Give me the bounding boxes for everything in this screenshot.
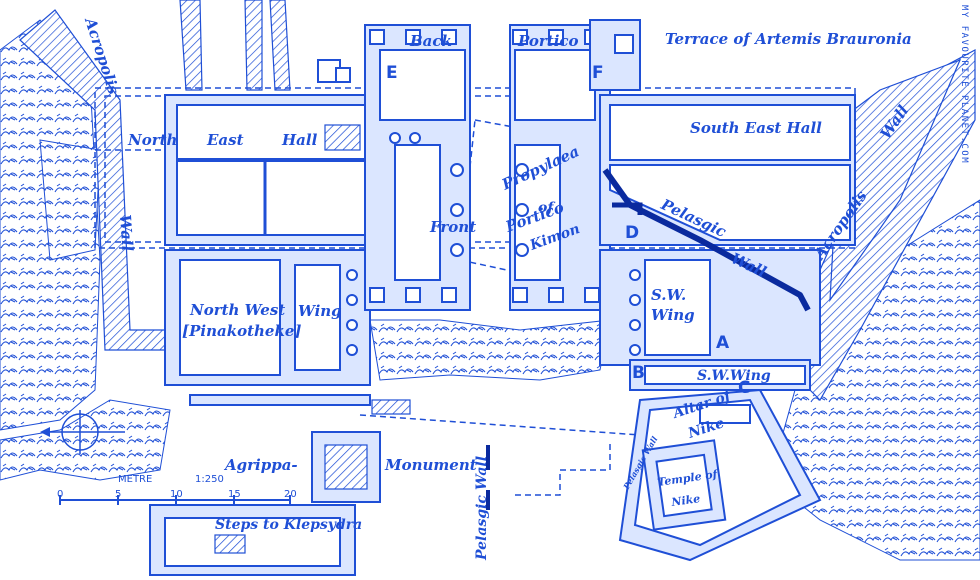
passage-columns	[389, 132, 529, 257]
lower-passage	[189, 394, 371, 406]
building-f	[589, 19, 641, 91]
scale-tick-15: 15	[228, 489, 241, 500]
upper-channel-2	[244, 0, 263, 91]
label-of: of	[538, 200, 556, 216]
sw-wing-lower-room	[644, 365, 806, 385]
north-wing-columns	[346, 269, 358, 356]
sw-wing-columns	[629, 269, 641, 356]
pelasgic-wall	[602, 168, 811, 312]
scale-tick-5: 5	[115, 489, 121, 500]
label-pinakotheke: [Pinakotheke]	[182, 322, 302, 340]
north-wing-room	[294, 264, 341, 371]
letter-a: A	[716, 333, 730, 353]
central-hall-right-room	[514, 49, 596, 121]
letter-b: B	[632, 363, 645, 383]
upper-channel-3	[269, 0, 291, 91]
label-sw: S.W.	[651, 286, 686, 304]
sw-wing-room	[644, 259, 711, 356]
label-hall: Hall	[281, 131, 318, 149]
altar-of-nike	[699, 404, 751, 424]
label-portico: Portico	[517, 32, 579, 50]
pelasgic-wall-segment	[515, 440, 611, 496]
label-terrace: Terrace of Artemis Brauronia	[665, 30, 912, 48]
ne-hall-stair	[324, 124, 361, 151]
south-east-hall-room	[609, 104, 851, 161]
label-north: North	[127, 131, 177, 149]
label-back: Back	[409, 32, 452, 50]
north-west-hall-room	[179, 259, 281, 376]
scale-tick-0: 0	[57, 489, 63, 500]
temple-of-nike-cella	[655, 453, 713, 518]
label-monument: Monument	[384, 456, 477, 474]
acropolis-wall-right-inner	[829, 58, 962, 303]
label-north-west: North West	[189, 301, 285, 319]
letter-c: C	[738, 378, 750, 398]
scale-bar: METRE 1:250 0 5 10 15 20	[57, 474, 297, 505]
agrippa-monument-core	[324, 444, 368, 490]
scale-ratio: 1:250	[195, 474, 224, 485]
pelasgic-wall-stub	[612, 202, 643, 215]
label-steps: Steps to Klepsydra	[215, 517, 362, 533]
scale-unit: METRE	[118, 474, 152, 485]
label-wall-left: Wall	[116, 214, 137, 252]
label-sw-wing-lower: S.W.Wing	[697, 368, 771, 384]
front-passage-left	[394, 144, 441, 281]
small-chamber-2	[335, 67, 351, 83]
rock-terrain	[0, 19, 980, 561]
front-portico-columns	[369, 287, 600, 303]
letter-f: F	[592, 63, 604, 83]
klepsydra-inner	[164, 517, 341, 567]
label-temple-nike: Nike	[670, 492, 701, 509]
kimon-area	[609, 164, 851, 241]
upper-channel-1	[179, 0, 203, 91]
building-f-inner	[614, 34, 634, 54]
label-east: East	[206, 131, 244, 149]
label-front: Front	[429, 218, 476, 236]
label-south-east-hall: South East Hall	[690, 119, 822, 137]
watermark: MY FAVOURITE PLANET.COM	[959, 5, 969, 164]
scale-tick-10: 10	[170, 489, 183, 500]
letter-d: D	[625, 223, 639, 243]
label-pelasgic-wall-vertical: Pelasgic Wall	[474, 456, 490, 561]
label-wing: Wing	[298, 302, 342, 320]
klepsydra-steps	[214, 534, 246, 554]
compass-icon	[40, 410, 125, 454]
letter-e: E	[386, 63, 398, 83]
label-agrippa: Agrippa-	[223, 456, 298, 474]
small-relic	[371, 399, 411, 415]
central-hall-left-room	[379, 49, 466, 121]
label-sw-wing: Wing	[651, 306, 695, 324]
scale-tick-20: 20	[284, 489, 297, 500]
